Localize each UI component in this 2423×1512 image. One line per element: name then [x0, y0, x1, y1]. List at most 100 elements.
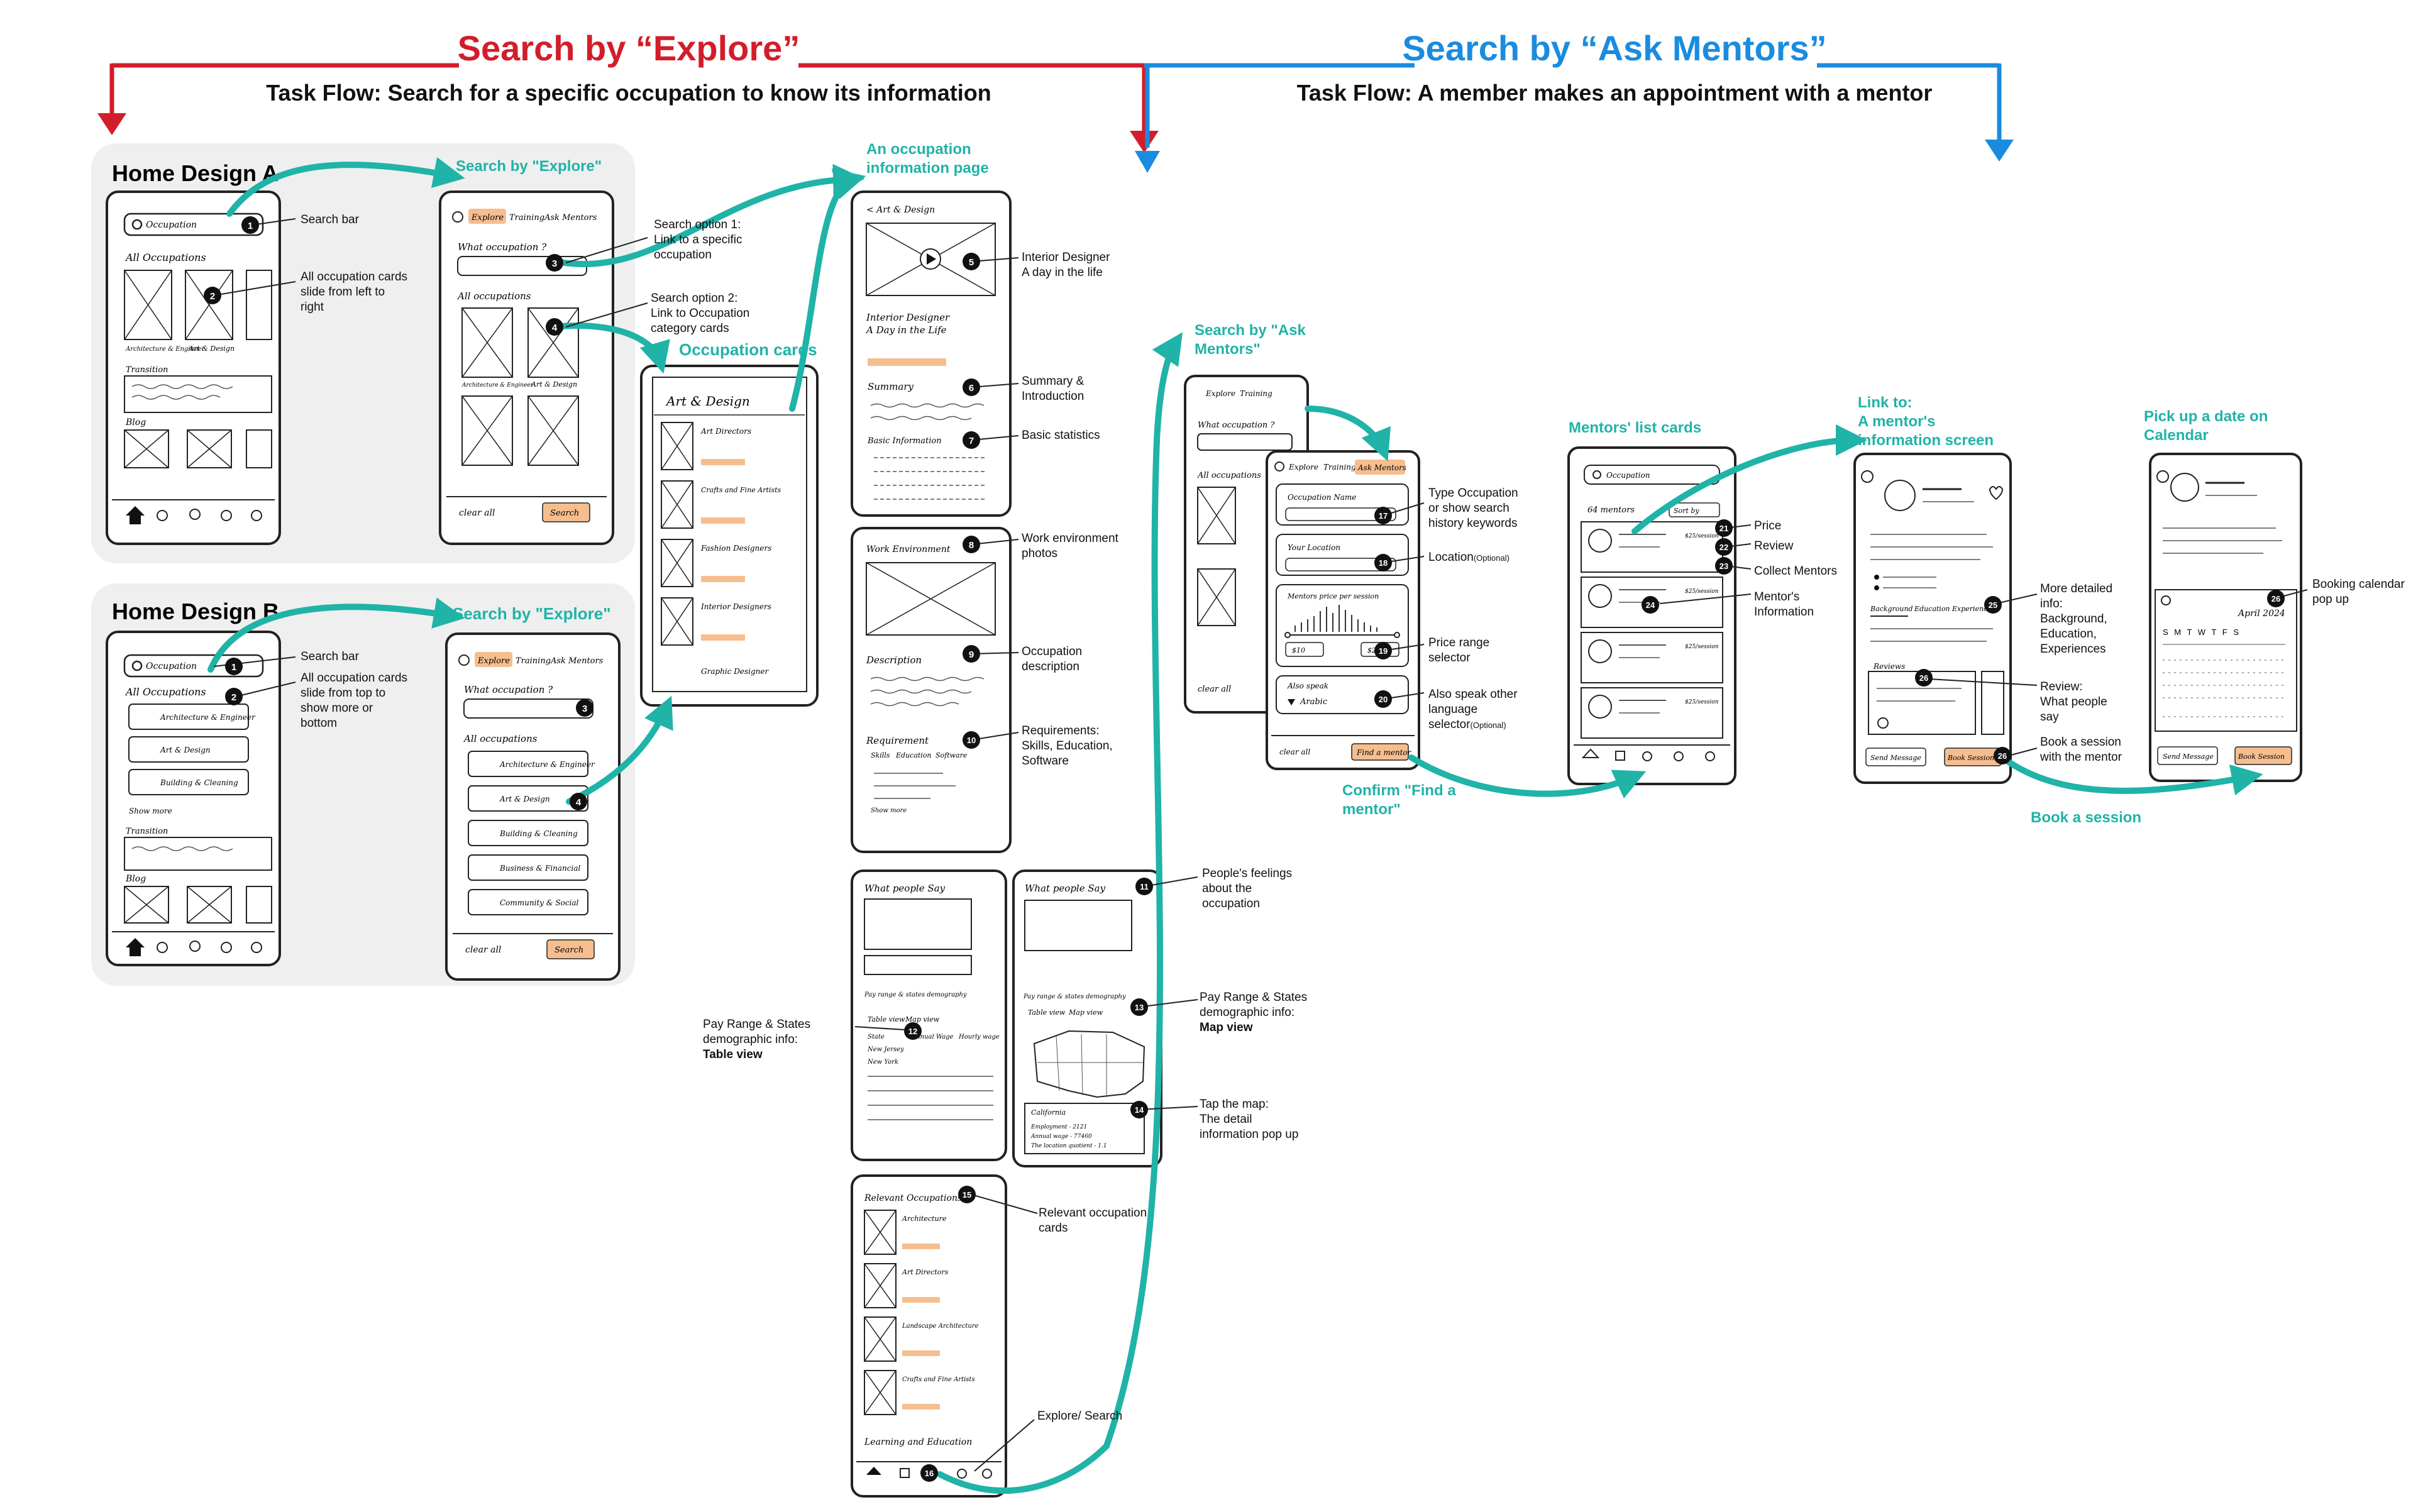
svg-text:category cards: category cards: [651, 322, 729, 335]
label-ask-mentors-1: Search by "Ask: [1195, 322, 1306, 339]
svg-text:25: 25: [1989, 600, 1997, 610]
svg-text:S M T W T F S: S M T W T F S: [2163, 627, 2241, 637]
phone-occupation-info-map: What people Say Pay range & states demog…: [1012, 869, 1162, 1167]
svg-text:Community & Social: Community & Social: [500, 898, 579, 907]
svg-text:language: language: [1428, 703, 1477, 716]
svg-text:occupation: occupation: [654, 248, 712, 262]
svg-text:People's feelings: People's feelings: [1202, 867, 1292, 880]
svg-text:Software: Software: [936, 751, 968, 759]
svg-text:Pay Range & States: Pay Range & States: [703, 1018, 810, 1031]
svg-text:Book a session: Book a session: [2040, 736, 2121, 749]
phone-home-a: Occupation All Occupations Architecture …: [106, 190, 281, 545]
svg-text:Crafts and Fine Artists: Crafts and Fine Artists: [902, 1376, 975, 1383]
badge-26a: 26: [1915, 669, 1933, 687]
label-search-explore-a: Search by "Explore": [456, 158, 602, 175]
svg-text:What occupation ?: What occupation ?: [458, 241, 547, 253]
svg-text:Interior Designers: Interior Designers: [700, 602, 771, 611]
svg-text:Requirements:: Requirements:: [1022, 724, 1100, 737]
badge-7: 7: [963, 431, 980, 449]
badge-8: 8: [963, 536, 980, 553]
svg-text:Book Session: Book Session: [1947, 754, 1994, 762]
label-search-explore-b: Search by "Explore": [453, 604, 611, 623]
badge-2a: 2: [204, 287, 221, 304]
svg-text:6: 6: [969, 383, 974, 394]
svg-text:Graphic Designer: Graphic Designer: [701, 667, 769, 676]
badge-26c: 26: [2267, 590, 2285, 607]
svg-text:Map view: Map view: [905, 1015, 940, 1024]
svg-text:Business & Financial: Business & Financial: [499, 864, 580, 873]
teal-labels: Search by "Explore" Search by "Explore" …: [453, 141, 2268, 826]
badge-4a: 4: [546, 318, 563, 336]
svg-text:clear all: clear all: [459, 508, 495, 518]
svg-text:Show more: Show more: [871, 807, 907, 814]
badge-9: 9: [963, 645, 980, 663]
svg-text:demographic info:: demographic info:: [703, 1033, 798, 1046]
svg-text:All Occupations: All Occupations: [124, 251, 206, 263]
svg-text:Skills: Skills: [871, 751, 890, 759]
badge-2b: 2: [225, 688, 243, 705]
svg-text:Building & Cleaning: Building & Cleaning: [160, 778, 238, 787]
svg-text:5: 5: [969, 257, 974, 268]
badge-25: 25: [1984, 596, 2002, 614]
svg-text:Annual wage - 77460: Annual wage - 77460: [1030, 1134, 1092, 1140]
svg-text:right: right: [301, 301, 324, 314]
svg-text:14: 14: [1135, 1105, 1144, 1115]
svg-text:Pay range & states demography: Pay range & states demography: [864, 991, 967, 998]
svg-text:Annual Wage: Annual Wage: [911, 1034, 954, 1040]
svg-text:Interior Designer: Interior Designer: [1022, 251, 1110, 264]
svg-text:Ask Mentors: Ask Mentors: [544, 213, 597, 223]
svg-text:California: California: [1031, 1108, 1066, 1117]
svg-text:19: 19: [1379, 646, 1388, 656]
svg-text:Also speak other: Also speak other: [1428, 688, 1518, 701]
home-design-b-title: Home Design B: [112, 599, 279, 624]
svg-text:15: 15: [963, 1190, 971, 1200]
svg-text:Book Session: Book Session: [2238, 753, 2285, 761]
badge-26b: 26: [1994, 747, 2011, 764]
svg-text:All occupations: All occupations: [463, 733, 538, 744]
svg-text:Education: Education: [1914, 605, 1950, 613]
svg-text:16: 16: [925, 1469, 934, 1478]
svg-text:Ask Mentors: Ask Mentors: [1357, 463, 1406, 472]
number-badges: 1 2 1 2 3 4 3 4 5 6 7 8 9 10 11 12 13 14…: [204, 216, 2285, 1482]
svg-text:Learning and Education: Learning and Education: [864, 1437, 972, 1447]
label-link-to-3: information screen: [1858, 432, 1994, 449]
svg-text:occupation: occupation: [1202, 897, 1260, 910]
svg-text:Occupation: Occupation: [146, 220, 197, 230]
svg-text:Pay Range & States: Pay Range & States: [1200, 991, 1307, 1004]
svg-text:about the: about the: [1202, 882, 1252, 895]
svg-text:Occupation: Occupation: [146, 661, 197, 671]
svg-text:A Day in the Life: A Day in the Life: [865, 324, 947, 336]
badge-20: 20: [1374, 690, 1392, 708]
svg-text:What occupation ?: What occupation ?: [1198, 421, 1275, 430]
svg-text:Collect Mentors: Collect Mentors: [1754, 565, 1837, 578]
svg-text:Information: Information: [1754, 605, 1814, 619]
svg-text:Mentors price per session: Mentors price per session: [1287, 592, 1379, 600]
svg-text:A day in the life: A day in the life: [1022, 266, 1103, 279]
phone-occupation-info-4: Relevant Occupations Architecture Art Di…: [851, 1174, 1007, 1498]
svg-text:$10: $10: [1292, 646, 1305, 654]
svg-text:All occupation cards: All occupation cards: [301, 671, 407, 685]
svg-text:Basic Information: Basic Information: [867, 436, 942, 446]
svg-text:Search option 1:: Search option 1:: [654, 218, 741, 231]
svg-text:Art & Design: Art & Design: [188, 345, 235, 353]
svg-text:Art Directors: Art Directors: [700, 427, 751, 436]
annotation-texts: Search bar All occupation cards slide fr…: [301, 213, 2405, 1423]
phone-mentor-info: Background Education Experience Reviews …: [1853, 453, 2012, 784]
svg-text:23: 23: [1719, 561, 1728, 571]
svg-text:12: 12: [908, 1027, 917, 1036]
svg-text:Send Message: Send Message: [1870, 754, 1921, 762]
svg-text:26: 26: [2271, 594, 2280, 604]
svg-text:Architecture & Engineer: Architecture & Engineer: [499, 760, 595, 769]
svg-text:Explore: Explore: [1288, 463, 1318, 472]
svg-text:Type Occupation: Type Occupation: [1428, 487, 1518, 500]
mentor-card-4: $25/session: [1581, 687, 1723, 739]
svg-text:Also speak: Also speak: [1287, 682, 1328, 690]
svg-text:Work environment: Work environment: [1022, 532, 1119, 545]
svg-text:Show more: Show more: [129, 807, 172, 815]
svg-text:Hourly wage: Hourly wage: [958, 1034, 1000, 1040]
svg-text:Relevant occupation: Relevant occupation: [1039, 1206, 1147, 1220]
svg-text:Explore: Explore: [1205, 389, 1235, 398]
svg-text:Employment - 2121: Employment - 2121: [1030, 1124, 1087, 1130]
svg-text:Architecture & Engineer: Architecture & Engineer: [461, 382, 534, 389]
badge-18: 18: [1374, 554, 1392, 571]
